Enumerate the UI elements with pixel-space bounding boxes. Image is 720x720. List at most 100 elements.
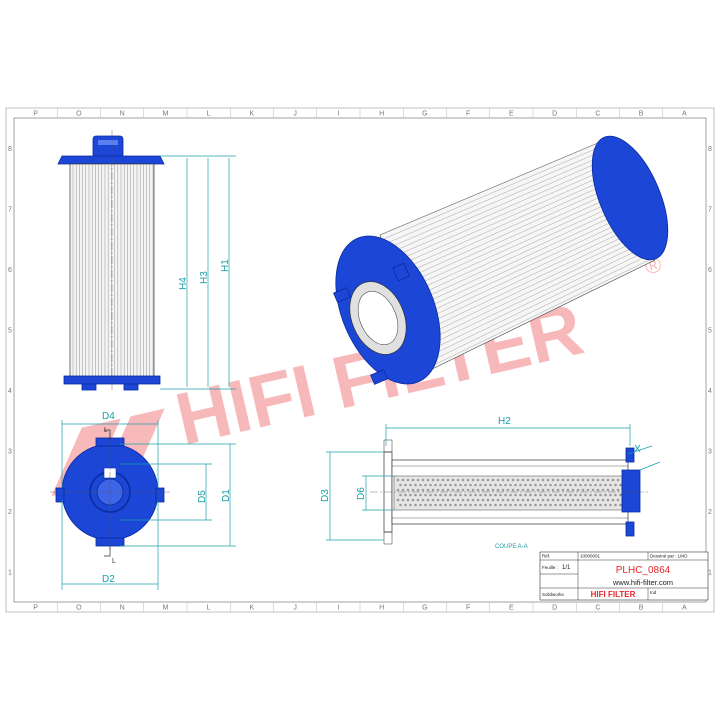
section-mark-bottom: L <box>112 558 116 565</box>
grid-row-label: 3 <box>708 448 712 455</box>
grid-column-label: O <box>76 605 82 612</box>
top-view-lug-right <box>155 487 165 503</box>
top-view-lug-left <box>55 487 65 503</box>
section-view-dimensions: H2 X D3 D6 <box>320 416 661 541</box>
section-caption: COUPE A-A <box>495 544 528 550</box>
grid-column-label: J <box>293 111 297 118</box>
grid-row-label: 4 <box>8 388 12 395</box>
grid-column-label: O <box>76 111 82 118</box>
grid-column-label: L <box>207 605 211 612</box>
grid-column-label: G <box>422 111 427 118</box>
grid-row-label: 7 <box>708 206 712 213</box>
grid-column-label: K <box>250 111 255 118</box>
section-view: COUPE A-A <box>370 439 650 550</box>
grid-column-label: N <box>120 111 125 118</box>
grid-column-label: M <box>162 605 168 612</box>
front-view-top-cap <box>92 135 124 159</box>
iso-lug-top <box>392 262 410 282</box>
grid-column-label: H <box>379 605 384 612</box>
grid-row-labels-left: 8 7 6 5 4 3 2 1 <box>8 146 12 577</box>
h3-label: H3 <box>199 271 210 284</box>
software-label: Solidworks <box>542 592 565 597</box>
grid-column-label: C <box>595 111 600 118</box>
d1-label: D1 <box>221 489 232 502</box>
grid-column-label: I <box>337 605 339 612</box>
grid-column-label: D <box>552 605 557 612</box>
grid-row-label: 8 <box>708 146 712 153</box>
revision-label: Ind <box>650 590 657 595</box>
part-number: PLHC_0864 <box>616 565 671 576</box>
website: www.hifi-filter.com <box>612 578 673 587</box>
top-view: L L <box>50 427 170 565</box>
isometric-view <box>333 135 669 385</box>
grid-column-label: A <box>682 111 687 118</box>
section-perforated-core <box>393 475 623 511</box>
grid-column-label: E <box>509 111 514 118</box>
section-lug-top <box>625 447 635 463</box>
grid-column-label: F <box>466 111 470 118</box>
x-dimension-line <box>627 445 653 455</box>
grid-column-label: M <box>162 111 168 118</box>
d6-label: D6 <box>356 487 367 500</box>
iso-pleat-lines <box>379 139 655 373</box>
front-view-top-endcap <box>57 155 165 165</box>
grid-column-label: A <box>682 605 687 612</box>
d2-label: D2 <box>102 574 115 585</box>
sheet-label: Feuille : <box>542 565 558 570</box>
iso-lug-bottom <box>370 369 388 385</box>
section-perforation-pattern <box>396 478 622 507</box>
grid-row-label: 1 <box>8 569 12 576</box>
x-label: X <box>634 444 641 455</box>
grid-column-label: D <box>552 111 557 118</box>
grid-row-label: 2 <box>8 509 12 516</box>
sheet-value: 1/1 <box>562 565 571 571</box>
grid-row-label: 8 <box>8 146 12 153</box>
grid-column-label: N <box>120 605 125 612</box>
h4-label: H4 <box>178 277 189 290</box>
grid-row-label: 5 <box>708 327 712 334</box>
d4-label: D4 <box>102 411 115 422</box>
grid-column-label: H <box>379 111 384 118</box>
grid-row-label: 3 <box>8 448 12 455</box>
front-view-pleat-lines <box>72 164 154 376</box>
front-view-cap-ring <box>98 140 118 145</box>
grid-column-label: C <box>595 605 600 612</box>
iso-lug-left <box>333 287 351 303</box>
front-view-dimensions: H4 H3 H1 <box>160 155 236 390</box>
drawn-by: Dessiné par : LMO <box>650 554 688 559</box>
h2-label: H2 <box>498 416 511 427</box>
grid-row-label: 4 <box>708 388 712 395</box>
d3-label: D3 <box>320 489 331 502</box>
grid-column-label: P <box>33 111 38 118</box>
front-view-bottom-lug-right <box>123 383 139 391</box>
grid-column-label: L <box>207 111 211 118</box>
title-block: Réf. 10000001 Dessiné par : LMO Feuille … <box>539 551 709 601</box>
d5-label: D5 <box>197 490 208 503</box>
grid-column-label: F <box>466 605 470 612</box>
grid-column-label: B <box>639 111 644 118</box>
grid-row-label: 5 <box>8 327 12 334</box>
grid-column-label: B <box>639 605 644 612</box>
grid-row-label: 6 <box>8 267 12 274</box>
grid-row-label: 7 <box>8 206 12 213</box>
ref-value: 10000001 <box>580 554 601 559</box>
top-view-dimensions: D4 D2 D5 D1 <box>61 411 236 590</box>
h1-label: H1 <box>220 259 231 272</box>
iso-back-endcap <box>591 135 669 261</box>
section-lug-bottom <box>625 521 635 537</box>
grid-row-label: 1 <box>708 569 712 576</box>
ref-label: Réf. <box>542 554 550 559</box>
front-view <box>57 130 165 392</box>
section-right-cap <box>621 469 641 513</box>
grid-column-label: I <box>337 111 339 118</box>
section-mark-top: L <box>104 427 108 434</box>
brand-name: HIFI FILTER <box>591 590 636 599</box>
grid-column-label: G <box>422 605 427 612</box>
grid-column-label: K <box>250 605 255 612</box>
front-view-bottom-lug-left <box>81 383 97 391</box>
grid-column-label: E <box>509 605 514 612</box>
grid-column-label: P <box>33 605 38 612</box>
grid-column-label: J <box>293 605 297 612</box>
